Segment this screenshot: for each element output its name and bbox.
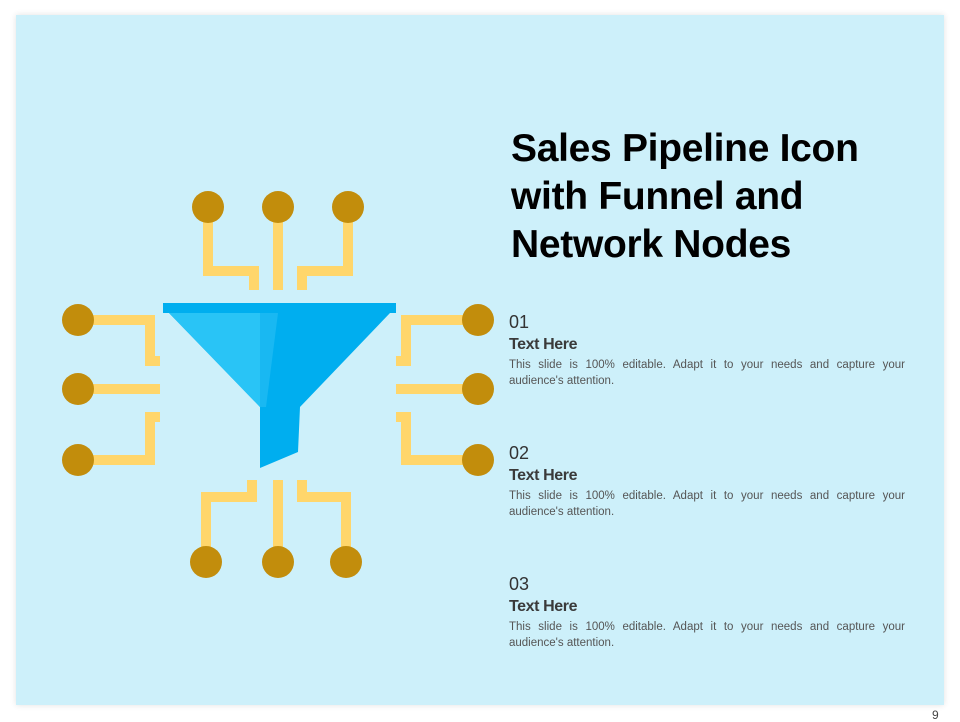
network-node-icon <box>190 546 222 578</box>
item-number: 02 <box>509 443 530 463</box>
circuit-line-top-left <box>203 222 259 290</box>
slide-title: Sales Pipeline Icon with Funnel and Netw… <box>511 127 859 266</box>
item-heading: Text Here <box>509 598 578 615</box>
circuit-line-bottom-left <box>201 480 257 562</box>
network-node-icon <box>330 546 362 578</box>
funnel-icon <box>163 303 396 468</box>
circuit-line-left-bottom <box>78 412 160 465</box>
item-number: 01 <box>509 312 530 332</box>
circuit-line-right-bottom <box>396 412 478 465</box>
network-node-icon <box>462 444 494 476</box>
network-node-icon <box>62 444 94 476</box>
network-node-icon <box>262 191 294 223</box>
network-node-icon <box>192 191 224 223</box>
list-item: 01 Text Here This slide is 100% editable… <box>509 311 905 389</box>
funnel-network-illustration <box>62 191 494 578</box>
slide: Sales Pipeline Icon with Funnel and Netw… <box>16 15 944 722</box>
network-node-icon <box>462 304 494 336</box>
item-heading: Text Here <box>509 336 578 353</box>
network-node-icon <box>62 304 94 336</box>
item-description: This slide is 100% editable. Adapt it to… <box>509 490 905 518</box>
item-description: This slide is 100% editable. Adapt it to… <box>509 359 905 387</box>
network-node-icon <box>62 373 94 405</box>
page-number: 9 <box>932 708 939 722</box>
item-heading: Text Here <box>509 467 578 484</box>
circuit-line-top-right <box>297 222 353 290</box>
item-number: 03 <box>509 574 530 594</box>
list-item: 03 Text Here This slide is 100% editable… <box>509 573 905 651</box>
list-item: 02 Text Here This slide is 100% editable… <box>509 442 905 520</box>
circuit-line-right-top <box>396 315 478 366</box>
network-node-icon <box>462 373 494 405</box>
network-node-icon <box>262 546 294 578</box>
item-description: This slide is 100% editable. Adapt it to… <box>509 621 905 649</box>
circuit-line-bottom-right <box>297 480 351 562</box>
network-nodes <box>62 191 494 578</box>
circuit-line-left-top <box>78 315 160 366</box>
network-node-icon <box>332 191 364 223</box>
